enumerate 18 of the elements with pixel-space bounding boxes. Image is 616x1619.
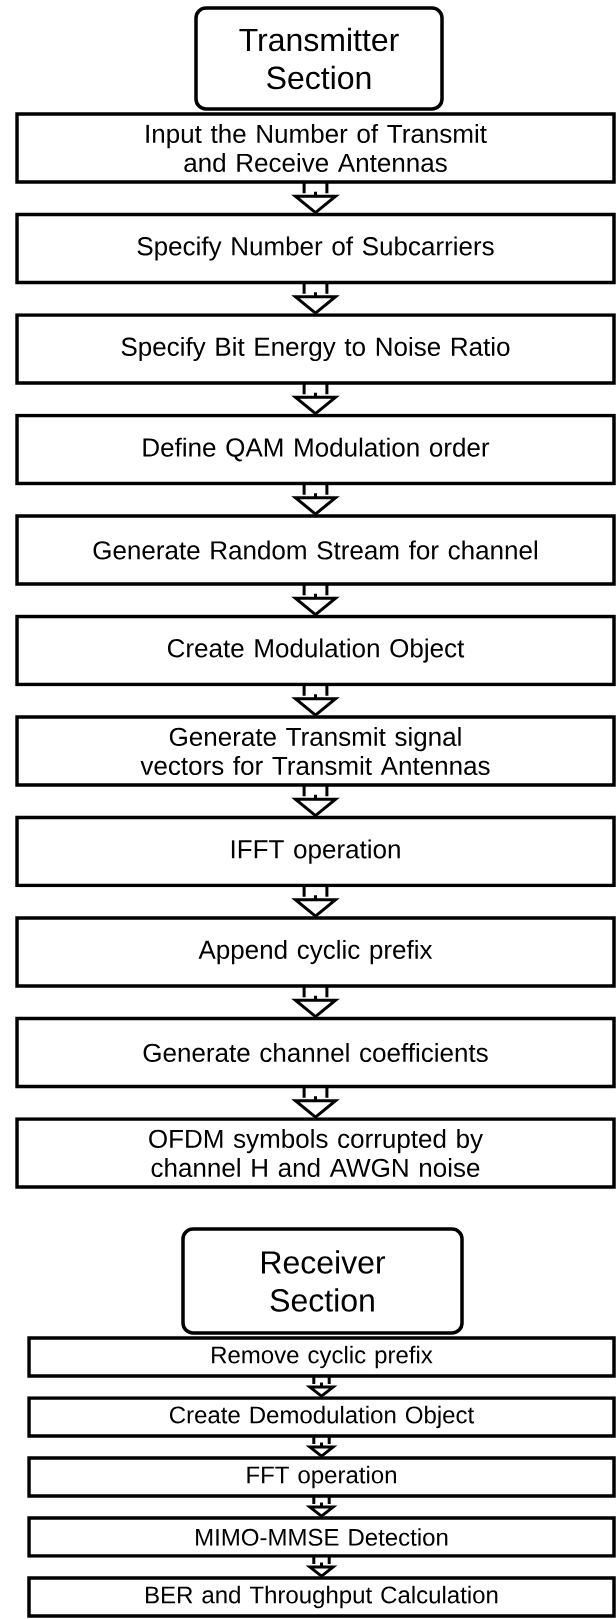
process-box: Append cyclic prefix	[15, 916, 616, 988]
process-box: OFDM symbols corrupted by channel H and AWGN noise	[15, 1117, 616, 1189]
section-heading-box: Transmitter Section	[194, 6, 444, 111]
process-box: Create Demodulation Object	[27, 1396, 616, 1438]
process-box: Create Modulation Object	[15, 614, 616, 687]
process-box: Generate Random Stream for channel	[15, 514, 616, 586]
process-box: Generate Transmit signal vectors for Transmit Antennas	[15, 715, 616, 787]
process-box: Specify Number of Subcarriers	[15, 212, 616, 285]
process-box: FFT operation	[27, 1456, 616, 1498]
process-box: Input the Number of Transmit and Receive Antennas	[15, 112, 616, 184]
section-heading-box: Receiver Section	[181, 1227, 464, 1335]
process-box: IFFT operation	[15, 815, 616, 888]
process-box: BER and Throughput Calculation	[27, 1576, 616, 1618]
process-box: Generate channel coefficients	[15, 1016, 616, 1089]
process-box: MIMO-MMSE Detection	[27, 1516, 616, 1558]
process-box: Define QAM Modulation order	[15, 413, 616, 486]
process-box: Specify Bit Energy to Noise Ratio	[15, 313, 616, 385]
process-box: Remove cyclic prefix	[27, 1336, 616, 1378]
